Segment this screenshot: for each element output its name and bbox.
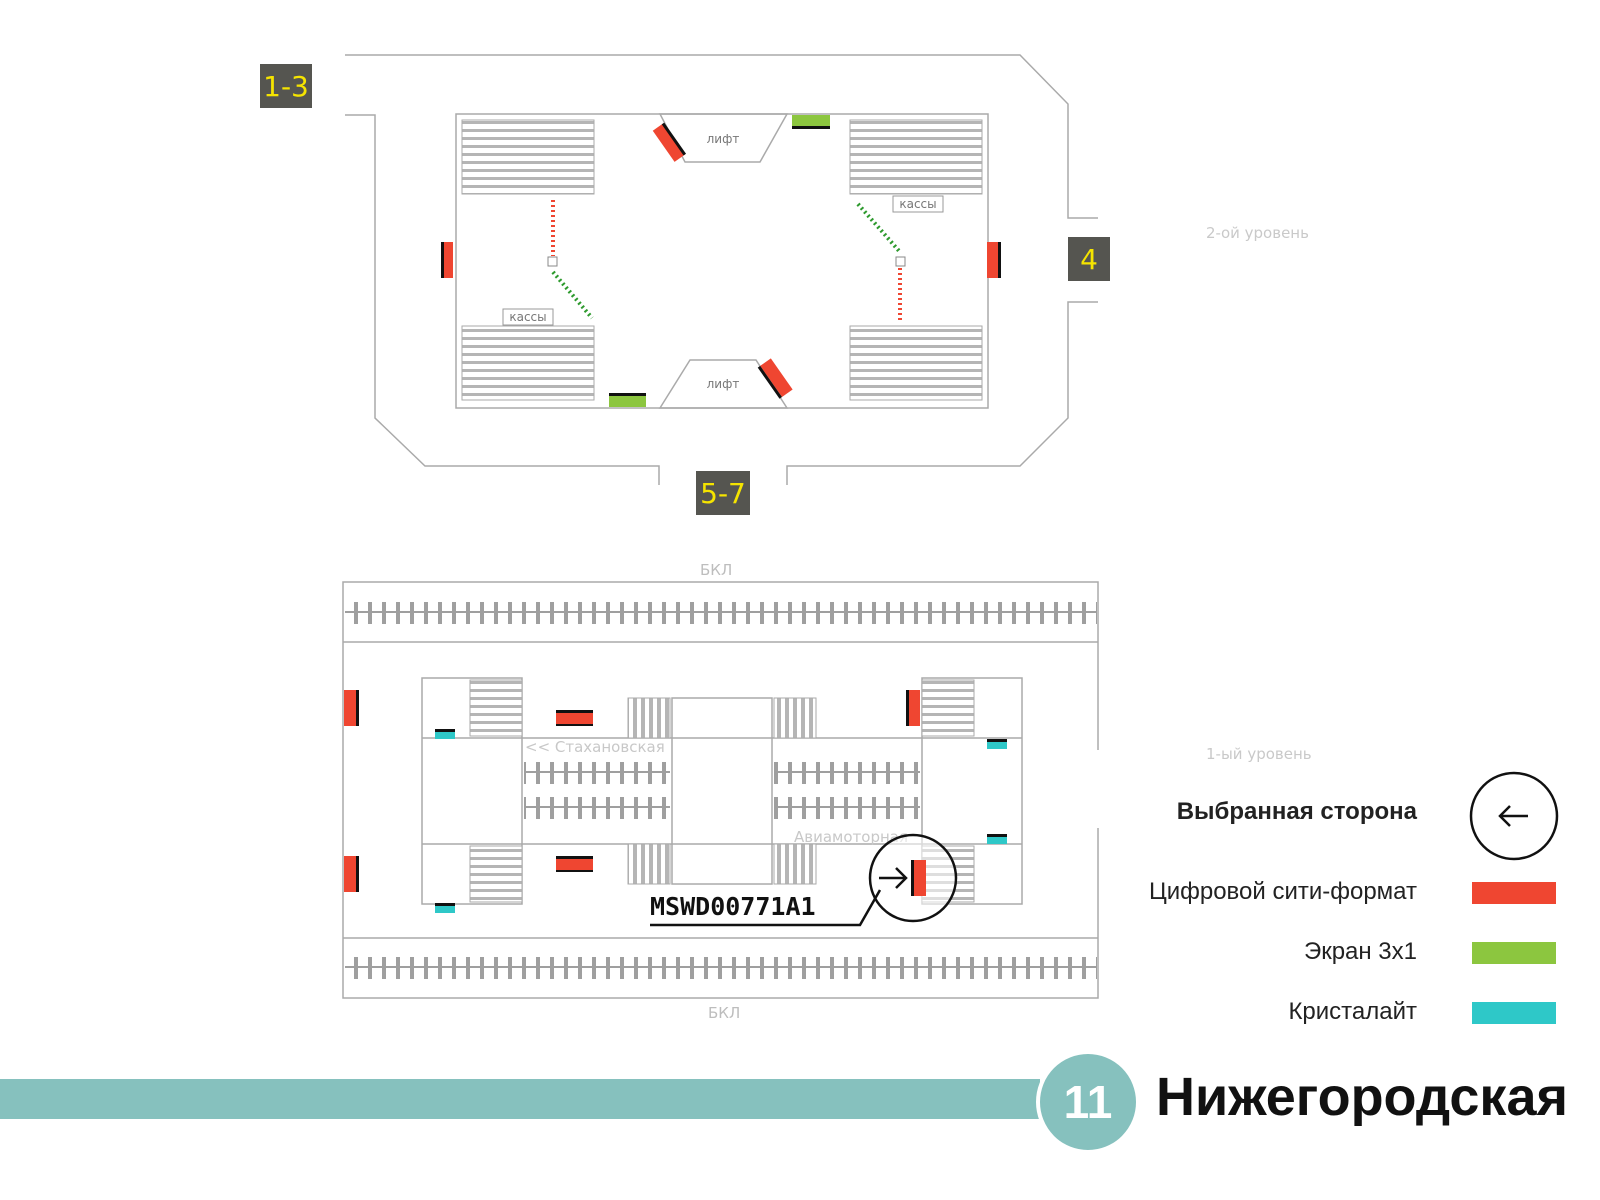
direction-left: << Стахановская: [525, 738, 665, 756]
legend-item-city-format: Цифровой сити-формат: [1148, 878, 1417, 905]
selected-surface-code: MSWD00771A1: [650, 892, 816, 921]
ad-cristalight-4: [987, 834, 1007, 844]
direction-right: Авиамоторная: [794, 828, 908, 846]
fences-upper: [551, 200, 902, 322]
stairs-center-tr: [773, 697, 817, 739]
ad-city-format-upper-right: [987, 242, 1001, 278]
ad-cristalight-3: [987, 739, 1007, 749]
ad-city-format-lift-top: [652, 122, 687, 162]
ad-city-format-center-bottom: [556, 856, 593, 872]
legend-selected-symbol: [1469, 771, 1559, 861]
ad-city-format-selected[interactable]: [911, 860, 926, 896]
line-number-badge: 11: [1036, 1050, 1140, 1154]
exit-label-4: 4: [1068, 237, 1110, 281]
stairs-lower: [469, 679, 975, 903]
legend-item-screen-3x1: Экран 3х1: [1303, 938, 1417, 965]
legend-selected-side: Выбранная сторона: [1176, 798, 1417, 825]
ad-screen-3x1-top: [792, 115, 830, 129]
legend-selected-circle: [1469, 771, 1559, 861]
lift-label-top: лифт: [707, 132, 740, 146]
ad-cristalight-2: [435, 903, 455, 913]
turnstile-bank-tr: [849, 119, 983, 195]
ad-city-format-upper-left: [441, 242, 453, 278]
kassy-label-right: кассы: [899, 197, 936, 211]
stairs-center-bl: [627, 843, 671, 885]
level-label-upper: 2-ой уровень: [1206, 224, 1309, 242]
legend-swatch-city-format: [1472, 882, 1556, 904]
platform-inner-left: [421, 677, 523, 905]
post-left: [547, 256, 558, 267]
post-right: [895, 256, 906, 267]
lift-bottom: [658, 359, 789, 409]
vestibule-outline-bottom: [345, 114, 660, 485]
platform-outline: [342, 581, 1099, 999]
turnstile-bank-br: [849, 325, 983, 401]
turnstile-bank-tl: [461, 119, 595, 195]
turnstile-bank-bl: [461, 325, 595, 401]
stairs-center-br: [773, 843, 817, 885]
legend-swatch-screen-3x1: [1472, 942, 1556, 964]
arrow-right-icon: [879, 867, 908, 889]
escalator-tr: [921, 679, 975, 737]
lift-label-bottom: лифт: [707, 377, 740, 391]
ad-screen-3x1-bottom: [609, 393, 646, 407]
selected-surface[interactable]: [650, 833, 958, 927]
ads-upper: [441, 115, 1001, 407]
vestibule-outline-top: [345, 54, 1098, 219]
ad-cristalight-1: [435, 729, 455, 739]
kassy-box-right: [892, 195, 944, 213]
line-label-bottom: БКЛ: [708, 1004, 741, 1022]
upper-level: [345, 54, 1098, 485]
ad-city-format-wall-left-top: [344, 690, 359, 726]
station-name: Нижегородская: [1156, 1067, 1568, 1127]
tracks: [345, 602, 1097, 979]
line-label-top: БКЛ: [700, 561, 733, 579]
vestibule-outline-right: [786, 301, 1098, 485]
arrow-left-icon: [1498, 805, 1528, 827]
ads-lower: [344, 690, 1007, 913]
ad-city-format-center-top: [556, 710, 593, 726]
level-label-lower: 1-ый уровень: [1206, 745, 1312, 763]
ad-city-format-wall-left-bottom: [344, 856, 359, 892]
stairs-center-tl: [627, 697, 671, 739]
turnstiles-upper: [461, 119, 983, 401]
central-hall: [671, 697, 773, 885]
fence-green-left: [551, 270, 594, 320]
legend-item-cristalight: Кристалайт: [1288, 998, 1417, 1025]
ad-city-format-lift-bottom: [757, 358, 793, 399]
escalator-bl: [469, 845, 523, 903]
exit-label-5-7: 5-7: [696, 471, 750, 515]
legend-swatch-cristalight: [1472, 1002, 1556, 1024]
platform-inner-right: [921, 677, 1023, 905]
exit-label-1-3: 1-3: [260, 64, 312, 108]
callout-leader: [650, 889, 882, 927]
lower-level: [342, 581, 1099, 999]
kassy-label-left: кассы: [509, 310, 546, 324]
line-bar: [0, 1079, 1040, 1119]
kassy-box-left: [502, 308, 554, 326]
ad-city-format-right-top: [906, 690, 920, 726]
fence-green-right: [856, 202, 902, 254]
escalator-tl: [469, 679, 523, 737]
